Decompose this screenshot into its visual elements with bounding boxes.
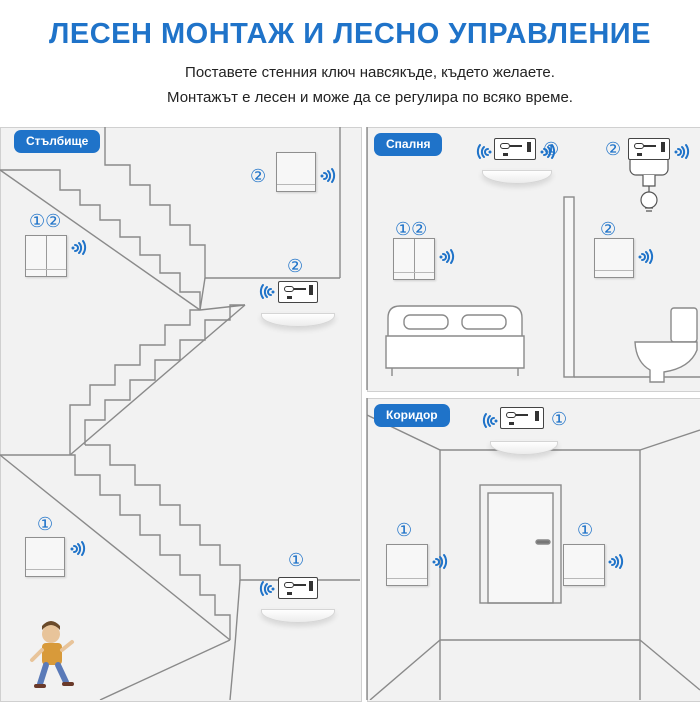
marker-1-2: ①② [395, 219, 428, 239]
marker-1: ① [577, 520, 594, 540]
light-bulb-icon [629, 154, 669, 212]
wifi-icon [608, 554, 624, 569]
relay-controller-icon [494, 138, 536, 160]
marker-1: ① [288, 550, 305, 570]
wifi-icon [259, 284, 275, 299]
bedroom-drawing [366, 127, 700, 390]
wifi-icon [674, 144, 690, 159]
stairs-panel [0, 127, 362, 702]
wall-switch-icon [25, 537, 65, 577]
marker-2: ② [600, 219, 617, 239]
wifi-icon [432, 554, 448, 569]
room-label-corridor: Коридор [374, 404, 450, 427]
relay-controller-icon [278, 577, 318, 599]
wifi-icon [70, 541, 86, 556]
room-label-bedroom: Спалня [374, 133, 443, 156]
wall-switch-icon [594, 238, 634, 278]
wifi-icon [71, 240, 87, 255]
subtitle-line-1: Поставете стенния ключ навсякъде, където… [185, 64, 555, 81]
marker-1: ① [37, 514, 54, 534]
subtitle-line-2: Монтажът е лесен и може да се регулира п… [167, 89, 573, 106]
marker-2: ② [605, 139, 622, 159]
wall-switch-icon [386, 544, 428, 586]
wall-switch-icon [393, 238, 435, 280]
wifi-icon [540, 144, 556, 159]
wifi-icon [476, 144, 492, 159]
marker-1: ① [551, 409, 568, 429]
wifi-icon [439, 249, 455, 264]
relay-controller-icon [278, 281, 318, 303]
wifi-icon [482, 413, 498, 428]
marker-2: ② [250, 166, 267, 186]
relay-controller-icon [628, 138, 670, 160]
wall-switch-icon [276, 152, 316, 192]
wifi-icon [320, 168, 336, 183]
wall-switch-icon [563, 544, 605, 586]
wall-switch-icon [25, 235, 67, 277]
wifi-icon [259, 581, 275, 596]
marker-1-2: ①② [29, 211, 62, 231]
marker-1: ① [396, 520, 413, 540]
wifi-icon [638, 249, 654, 264]
marker-1: ① [543, 139, 560, 159]
marker-2: ② [287, 256, 304, 276]
page-title: ЛЕСЕН МОНТАЖ И ЛЕСНО УПРАВЛЕНИЕ [49, 18, 651, 50]
staircase-drawing [0, 127, 360, 700]
room-label-stairs: Стълбище [14, 130, 101, 153]
relay-controller-icon [500, 407, 544, 429]
child-icon [30, 621, 74, 688]
